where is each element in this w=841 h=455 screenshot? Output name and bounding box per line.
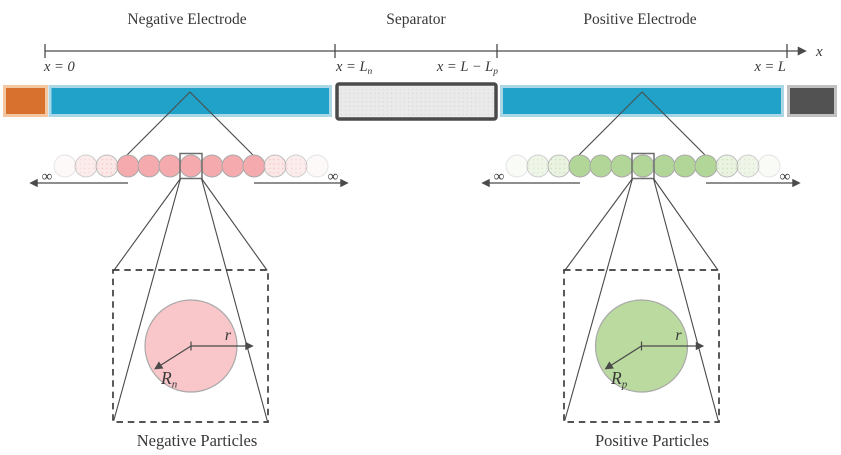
radius-label-R: Rn: [160, 368, 178, 391]
radius-label-R: Rp: [610, 368, 628, 391]
separator-bar: [335, 82, 498, 121]
infinity-symbol: ∞: [42, 169, 53, 185]
zoom-box-positive: [631, 152, 655, 180]
negative-particle: [200, 154, 224, 178]
positive-particle: [757, 154, 781, 178]
positive-particle: [568, 154, 592, 178]
positive-particle: [547, 154, 571, 178]
positive-particle: [736, 154, 760, 178]
negative-particle: [284, 154, 308, 178]
axis-label-xln: x = Ln: [335, 59, 373, 77]
negative-zoom-panel: [112, 269, 269, 423]
magnify-line: [201, 178, 268, 271]
negative-particle: [74, 154, 98, 178]
infinity-symbol: ∞: [780, 169, 791, 185]
negative-current-collector: [3, 85, 48, 117]
negative-particle: [263, 154, 287, 178]
axis-label-x0: x = 0: [43, 59, 75, 75]
magnify-line: [113, 178, 182, 421]
region-title-positive-electrode: Positive Electrode: [583, 11, 696, 28]
positive-particle: [505, 154, 529, 178]
negative-particle: [116, 154, 140, 178]
zoom-line: [641, 91, 706, 156]
positive-particle: [694, 154, 718, 178]
radius-arrow-R: [604, 345, 642, 370]
positive-particle: [610, 154, 634, 178]
x-axis-label: x: [815, 44, 823, 60]
axis-label-xllp: x = L − Lp: [436, 59, 498, 77]
negative-particle: [179, 154, 203, 178]
positive-particle: [631, 154, 655, 178]
radius-arrow-R: [154, 345, 192, 370]
negative-particle: [305, 154, 329, 178]
negative-particle: [221, 154, 245, 178]
radius-label-r: r: [225, 327, 232, 344]
negative-particle: [242, 154, 266, 178]
magnify-line: [652, 178, 719, 421]
zoom-box-negative: [179, 152, 203, 180]
positive-particle: [526, 154, 550, 178]
magnify-line: [113, 178, 181, 271]
radius-label-r: r: [675, 327, 682, 344]
negative-electrode-bar: [48, 85, 332, 117]
zoom-line: [126, 91, 191, 156]
positive-electrode-bar: [500, 85, 784, 117]
negative-particle: [137, 154, 161, 178]
positive-particle: [589, 154, 613, 178]
caption-positive-particles: Positive Particles: [595, 431, 709, 450]
axis-label-xl: x = L: [753, 59, 786, 75]
positive-zoom-panel: [563, 269, 720, 423]
positive-current-collector: [787, 85, 837, 117]
zoom-line: [189, 91, 254, 156]
region-title-negative-electrode: Negative Electrode: [127, 11, 246, 28]
infinity-symbol: ∞: [494, 169, 505, 185]
region-title-separator: Separator: [386, 11, 446, 28]
negative-particle: [53, 154, 77, 178]
magnify-line: [564, 178, 633, 271]
magnify-line: [564, 178, 634, 421]
negative-particle: [158, 154, 182, 178]
infinity-symbol: ∞: [328, 169, 339, 185]
magnify-line: [653, 178, 719, 271]
negative-particle-row: [53, 154, 329, 178]
positive-particle: [673, 154, 697, 178]
positive-particle: [715, 154, 739, 178]
caption-negative-particles: Negative Particles: [137, 431, 258, 450]
negative-particle: [95, 154, 119, 178]
magnify-line: [200, 178, 268, 421]
positive-particle: [652, 154, 676, 178]
positive-particle-row: [505, 154, 781, 178]
zoom-line: [578, 91, 643, 156]
